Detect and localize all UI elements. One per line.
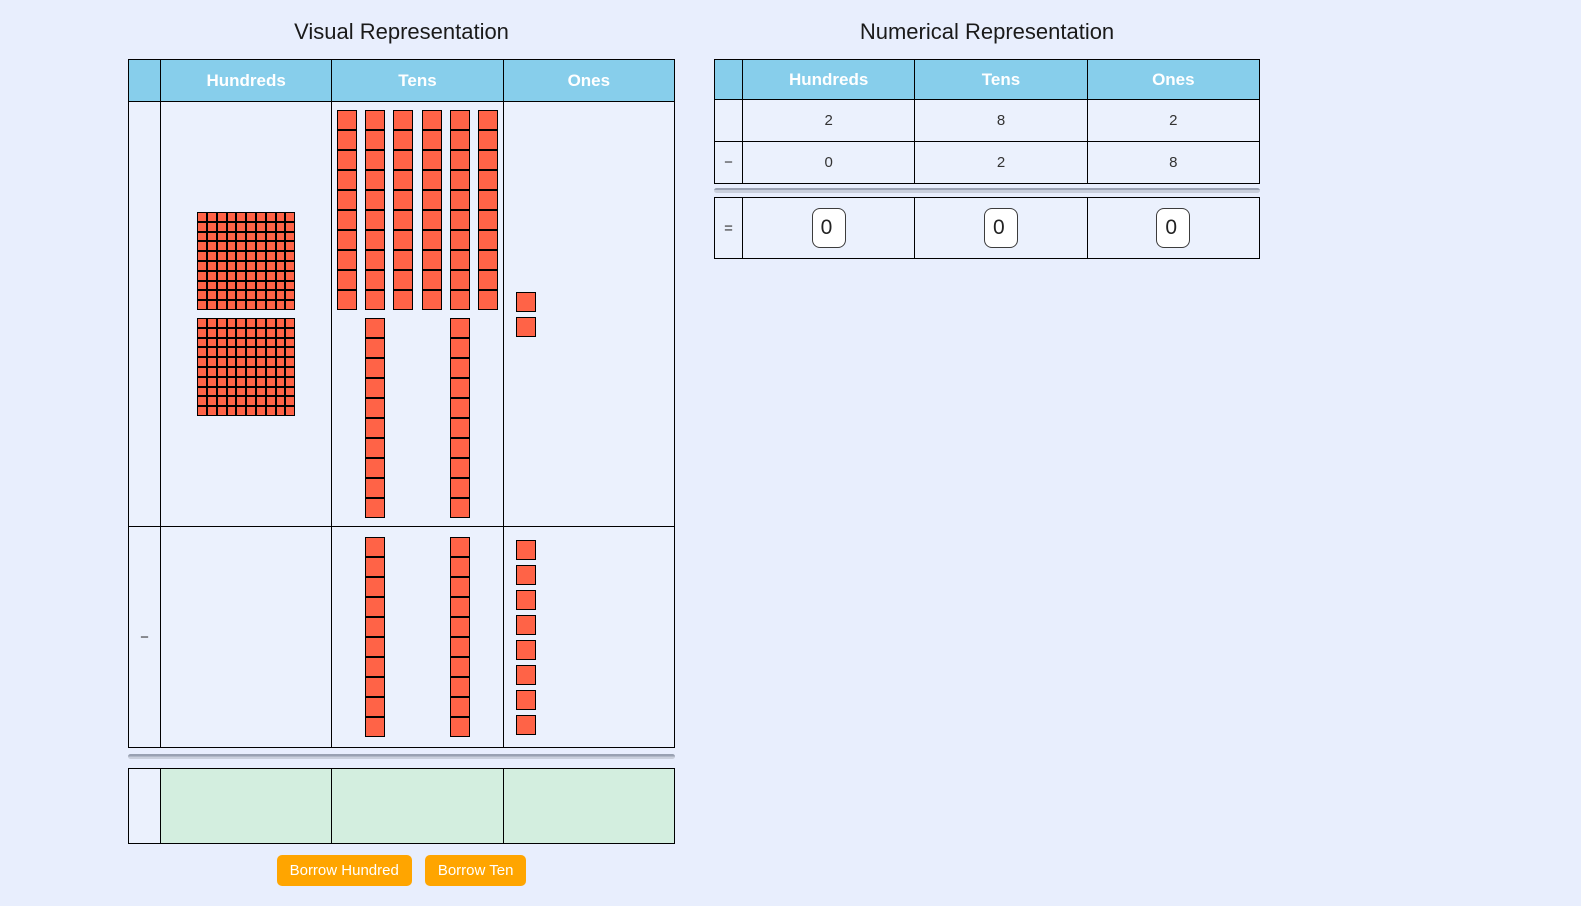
subtrahend-hundreds-blocks [161,527,331,747]
visual-result-table [128,768,676,844]
subtrahend-tens-blocks [332,527,502,747]
ten-block [450,537,471,737]
hundred-block [197,318,296,416]
result-tens-input[interactable] [983,208,1018,248]
visual-result-separator [128,754,675,759]
visual-minuend-ones-cell [502,101,676,527]
one-block [515,316,536,337]
ten-block [364,318,385,518]
numerical-header-corner-cell [714,59,743,100]
numerical-header-tens: Tens [914,59,1088,100]
ten-block [393,110,414,310]
one-block [515,589,536,610]
one-block [515,689,536,710]
numerical-minuend-ones-value: 2 [1086,99,1261,142]
visual-subtrahend-label-cell: − [128,526,161,748]
visual-subtrahend-hundreds-cell [159,526,333,748]
visual-minuend-label-cell [128,101,161,527]
ten-block [336,110,357,310]
one-block [515,639,536,660]
one-block [515,291,536,312]
result-ones-input[interactable] [1156,208,1191,248]
borrow-buttons-row: Borrow Hundred Borrow Ten [128,855,675,886]
borrow-ten-button[interactable]: Borrow Ten [424,855,527,886]
visual-header-corner-cell [128,59,161,102]
visual-result-hundreds-cell [159,768,333,844]
numerical-subtrahend-label-cell: − [714,141,743,184]
numerical-table-header-row: Hundreds Tens Ones [714,59,1261,100]
numerical-result-separator [714,188,1260,193]
hundred-block [197,212,296,310]
one-block [515,564,536,585]
subtrahend-ones-blocks [504,527,674,747]
visual-minuend-hundreds-cell [159,101,333,527]
visual-header-ones: Ones [502,59,676,102]
visual-result-ones-cell [502,768,676,844]
result-ones-cell [1086,197,1261,259]
numerical-subtrahend-tens-value: 2 [914,141,1088,184]
visual-subtrahend-ones-cell [502,526,676,748]
ten-block [364,110,385,310]
visual-minuend-row [128,101,676,527]
ten-block [364,537,385,737]
numerical-header-ones: Ones [1086,59,1261,100]
numerical-minuend-label-cell [714,99,743,142]
visual-table-header-row: Hundreds Tens Ones [128,59,676,102]
numerical-subtrahend-hundreds-value: 0 [741,141,916,184]
borrow-hundred-button[interactable]: Borrow Hundred [276,855,412,886]
minuend-tens-blocks [332,102,502,526]
numerical-subtrahend-row: − 0 2 8 [714,141,1261,184]
numerical-subtrahend-ones-value: 8 [1086,141,1261,184]
visual-panel-title: Visual Representation [294,19,509,44]
visual-result-label-cell [128,768,161,844]
one-block [515,714,536,735]
numerical-result-table: = [714,197,1261,259]
numerical-minuend-hundreds-value: 2 [741,99,916,142]
ten-block [478,110,499,310]
result-tens-cell [914,197,1088,259]
numerical-result-row: = [714,197,1261,259]
visual-subtrahend-row: − [128,526,676,748]
numerical-header-hundreds: Hundreds [741,59,916,100]
numerical-minuend-tens-value: 8 [914,99,1088,142]
one-block [515,664,536,685]
ten-block [450,318,471,518]
result-hundreds-input[interactable] [811,208,846,248]
page-layout: Visual Representation Hundreds Tens Ones [128,19,1261,886]
visual-result-tens-cell [331,768,504,844]
visual-place-value-table: Hundreds Tens Ones − [128,59,676,748]
numerical-panel-title: Numerical Representation [859,19,1115,44]
minuend-hundreds-blocks [161,102,331,526]
ten-block [450,110,471,310]
numerical-representation-panel: Numerical Representation Hundreds Tens O… [714,19,1261,259]
numerical-place-value-table: Hundreds Tens Ones 2 8 2 − 0 2 8 [714,59,1261,184]
visual-header-tens: Tens [331,59,504,102]
one-block [515,614,536,635]
visual-representation-panel: Visual Representation Hundreds Tens Ones [128,19,676,886]
visual-result-row [128,768,676,844]
one-block [515,539,536,560]
numerical-minuend-row: 2 8 2 [714,99,1261,142]
result-hundreds-cell [741,197,916,259]
minuend-ones-blocks [504,102,674,526]
visual-subtrahend-tens-cell [331,526,504,748]
visual-minuend-tens-cell [331,101,504,527]
equals-label-cell: = [714,197,743,259]
ten-block [421,110,442,310]
visual-header-hundreds: Hundreds [159,59,333,102]
